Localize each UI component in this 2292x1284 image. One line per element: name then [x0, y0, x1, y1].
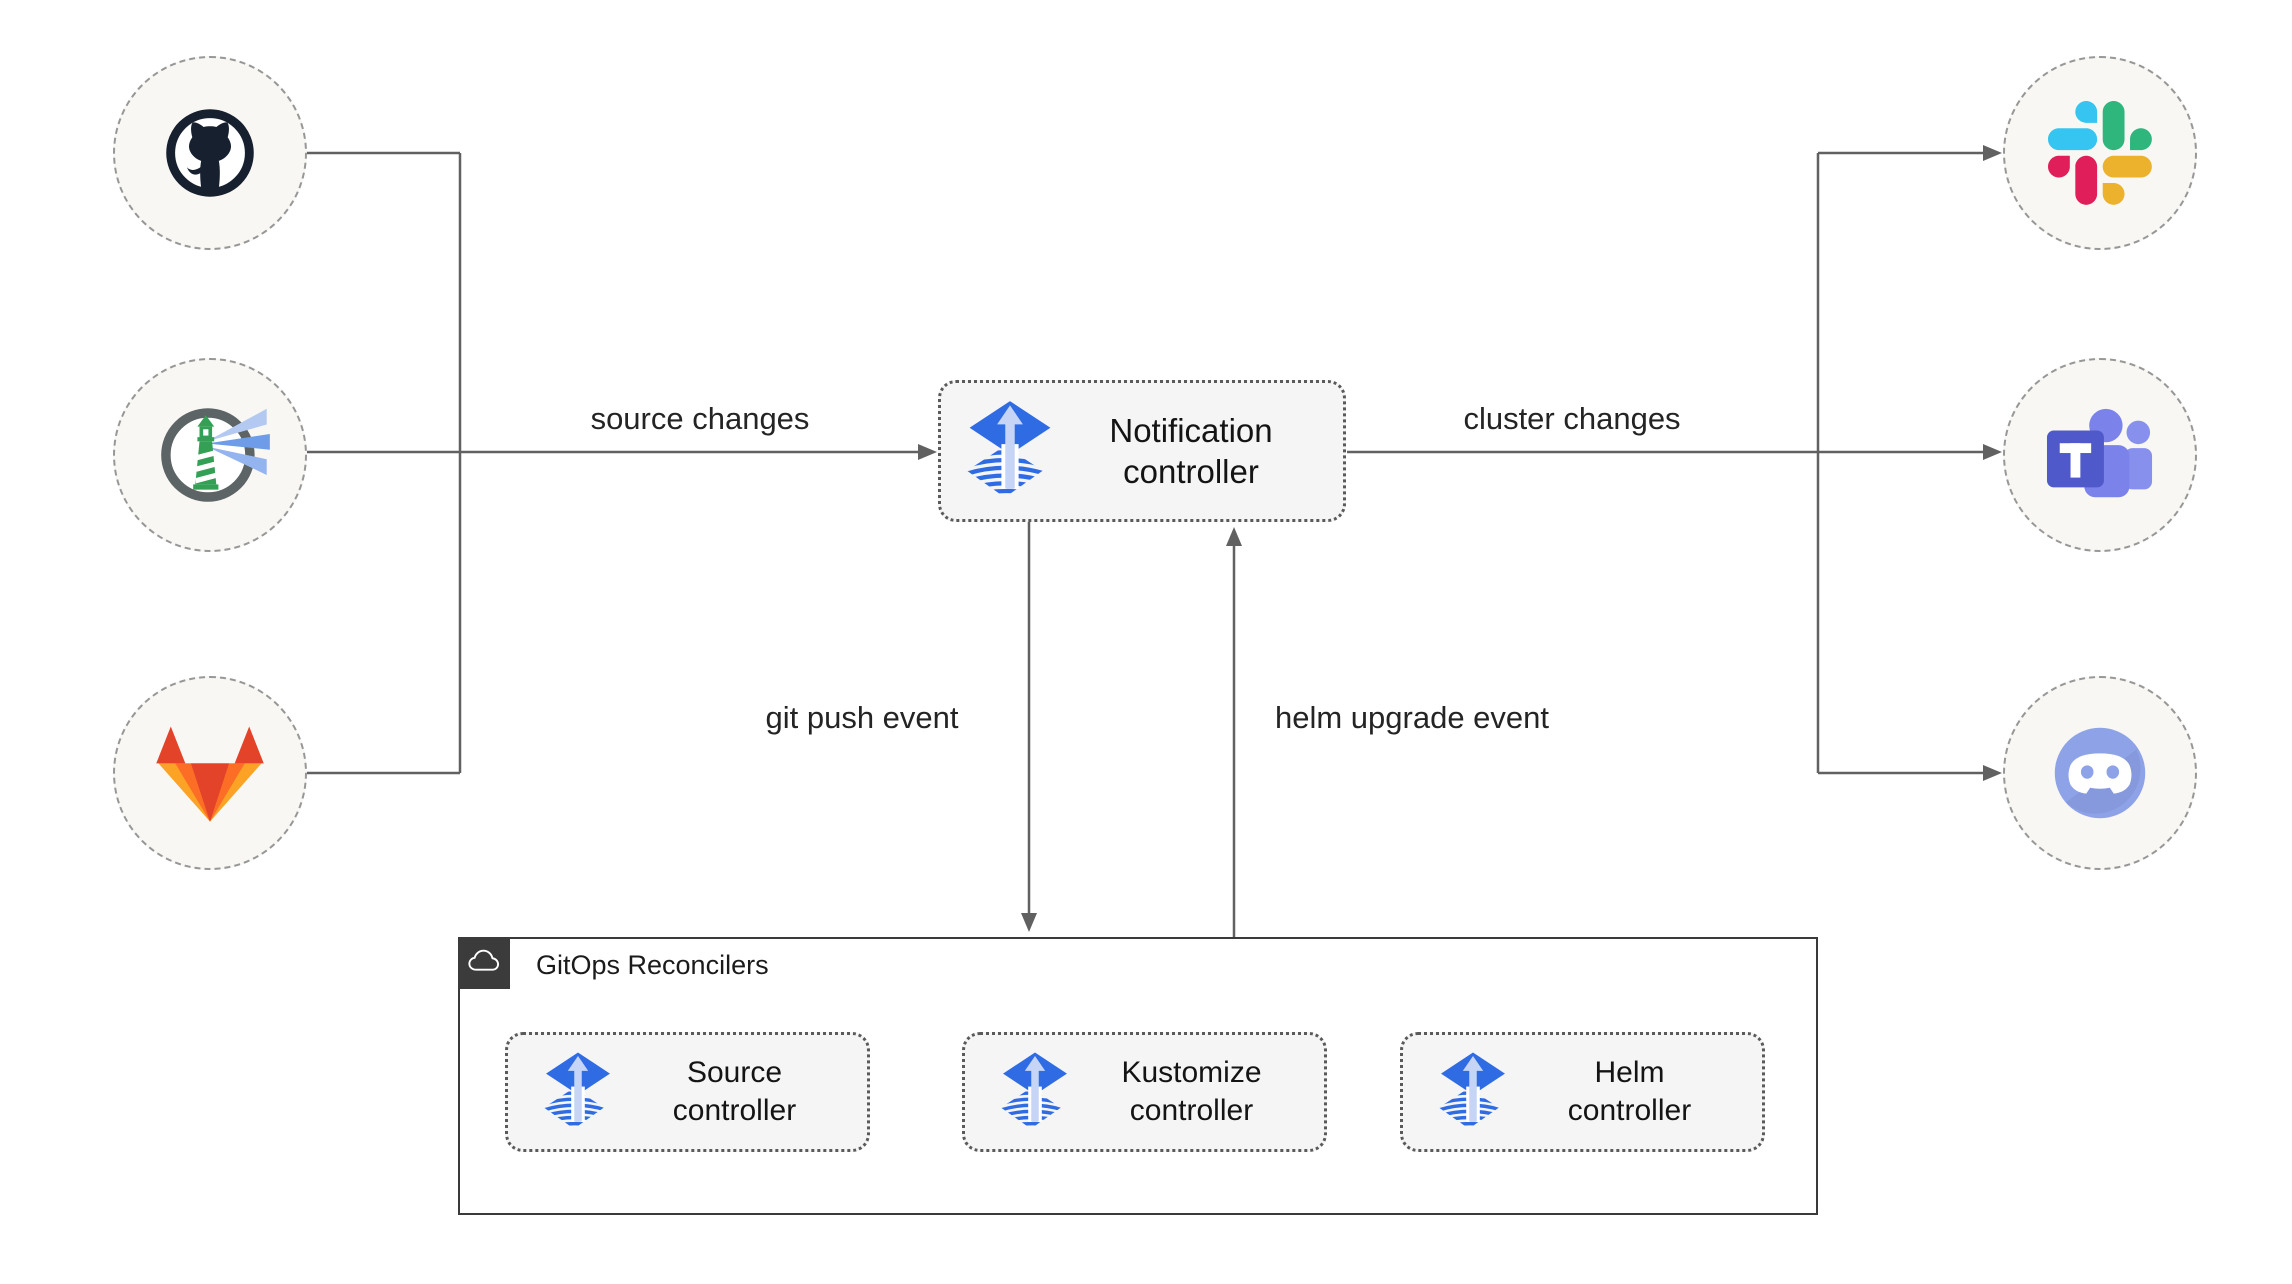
notification-controller-label: Notification controller	[1109, 412, 1273, 490]
group-header-tile	[458, 937, 510, 989]
group-title: GitOps Reconcilers	[536, 949, 769, 980]
flux-icon	[544, 1051, 612, 1133]
github-icon	[166, 109, 254, 197]
source-node-github	[113, 56, 307, 250]
microsoft-teams-icon	[2046, 408, 2153, 498]
source-node-harbor	[113, 358, 307, 552]
slack-icon	[2048, 101, 2152, 205]
helm-controller-label: Helm controller	[1567, 1056, 1692, 1127]
alert-node-slack	[2003, 56, 2197, 250]
flux-icon	[967, 401, 1053, 501]
source-controller-label: Source controller	[672, 1056, 797, 1127]
edge-label-source-changes: source changes	[590, 401, 810, 436]
source-node-gitlab	[113, 676, 307, 870]
cloud-icon	[468, 949, 500, 971]
flux-icon	[1439, 1051, 1507, 1133]
alert-node-discord	[2003, 676, 2197, 870]
kustomize-controller-node: Kustomize controller	[962, 1032, 1327, 1152]
notification-controller-node: Notification controller	[938, 380, 1346, 522]
edge-label-git-push-event: git push event	[765, 700, 959, 735]
flux-icon	[1001, 1051, 1069, 1133]
gitlab-icon	[156, 725, 264, 822]
kustomize-controller-label: Kustomize controller	[1121, 1056, 1262, 1127]
harbor-icon	[161, 408, 270, 502]
edge-label-helm-upgrade-event: helm upgrade event	[1274, 700, 1550, 735]
helm-controller-node: Helm controller	[1400, 1032, 1765, 1152]
edge-label-cluster-changes: cluster changes	[1463, 401, 1681, 436]
alert-node-microsoft-teams	[2003, 358, 2197, 552]
discord-icon	[2054, 727, 2146, 819]
source-controller-node: Source controller	[505, 1032, 870, 1152]
